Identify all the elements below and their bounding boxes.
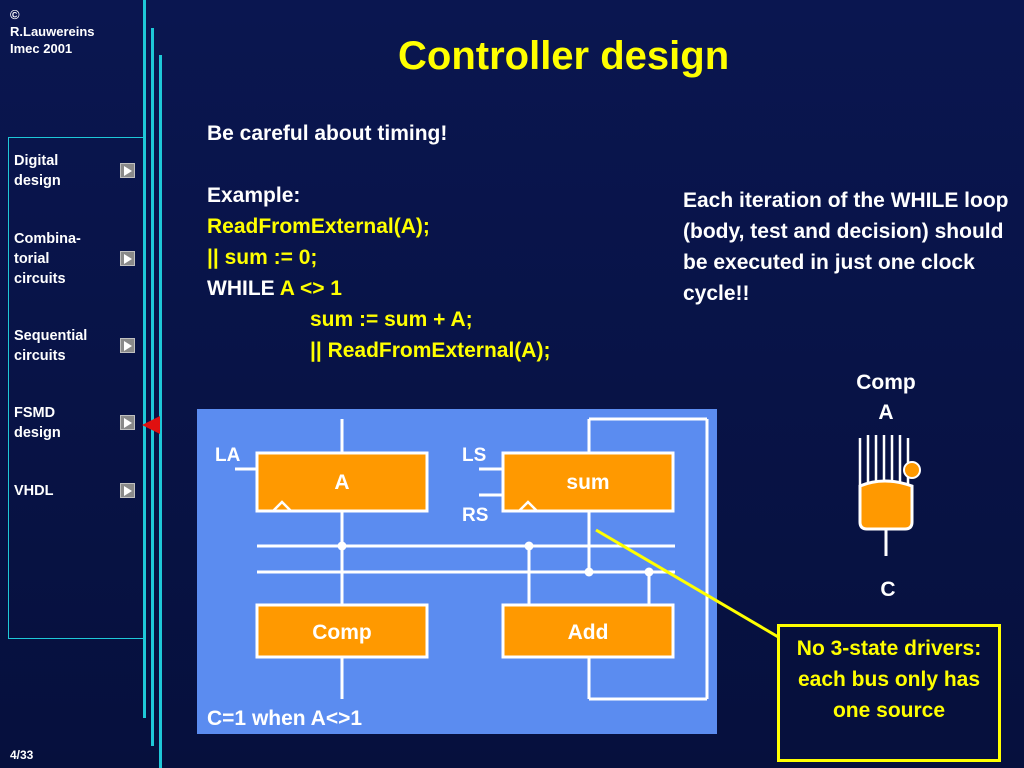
signal-la-label: LA [215, 445, 241, 466]
code-line-init: || sum := 0; [207, 246, 318, 269]
comparator-input-label: Comp A [856, 371, 916, 424]
nav-arrow-icon[interactable] [120, 338, 135, 353]
callout-box: No 3-state drivers: each bus only has on… [777, 624, 1001, 762]
callout-pointer-line [595, 528, 781, 640]
accent-line-1 [143, 0, 146, 718]
signal-ls-label: LS [462, 445, 486, 466]
nav-arrow-icon[interactable] [120, 163, 135, 178]
timing-note: Each iteration of the WHILE loop (body, … [683, 189, 1009, 305]
code-while-condition: A <> 1 [279, 277, 342, 300]
nav-arrow-icon[interactable] [120, 251, 135, 266]
nav-arrow-icon[interactable] [120, 415, 135, 430]
sidebar-item-vhdl[interactable]: VHDL [14, 483, 54, 499]
junction-dot [584, 567, 594, 577]
add-block-label: Add [568, 621, 609, 644]
accent-line-3 [159, 55, 162, 768]
code-line-while: WHILE A <> 1 [207, 273, 550, 304]
nav-arrow-icon[interactable] [120, 483, 135, 498]
comp-block-label: Comp [312, 621, 372, 644]
register-a-label: A [334, 471, 349, 494]
copyright-text: © R.Lauwereins Imec 2001 [10, 7, 95, 56]
clock-edge-icon [518, 500, 538, 512]
junction-dot [524, 541, 534, 551]
condition-text: C=1 when A<>1 [207, 707, 363, 730]
comparator-symbol-icon [858, 435, 921, 556]
register-sum-block [501, 451, 675, 513]
current-section-pointer-icon [142, 416, 160, 434]
sidebar-item-sequential-circuits[interactable]: Sequential circuits [14, 328, 88, 364]
comp-block [255, 603, 429, 659]
code-spacer [207, 149, 550, 180]
code-keyword-while: WHILE [207, 277, 280, 300]
junction-dot [644, 567, 654, 577]
code-line-warning: Be careful about timing! [207, 122, 448, 145]
datapath-diagram: A sum Comp Add LA LS RS [215, 417, 709, 701]
code-line-read: ReadFromExternal(A); [207, 215, 430, 238]
sidebar-item-fsmd-design[interactable]: FSMD design [14, 405, 61, 441]
code-line-accumulate: sum := sum + A; [310, 308, 473, 331]
code-example: Be careful about timing! Example: ReadFr… [207, 118, 550, 366]
sidebar [8, 137, 144, 639]
page-number: 4/33 [10, 748, 34, 762]
add-block [501, 603, 675, 659]
clock-edge-icon [272, 500, 292, 512]
sidebar-item-digital-design[interactable]: Digital design [14, 153, 61, 189]
slide-title: Controller design [398, 34, 730, 78]
comparator-output-label: C [880, 578, 896, 601]
code-line-read-again: || ReadFromExternal(A); [310, 339, 551, 362]
junction-dot [337, 541, 347, 551]
accent-line-2 [151, 28, 154, 746]
sidebar-item-combinatorial-circuits[interactable]: Combina- torial circuits [14, 231, 81, 287]
register-sum-label: sum [566, 471, 609, 494]
code-line-example: Example: [207, 184, 301, 207]
signal-rs-label: RS [462, 505, 488, 526]
register-a-block [255, 451, 429, 513]
